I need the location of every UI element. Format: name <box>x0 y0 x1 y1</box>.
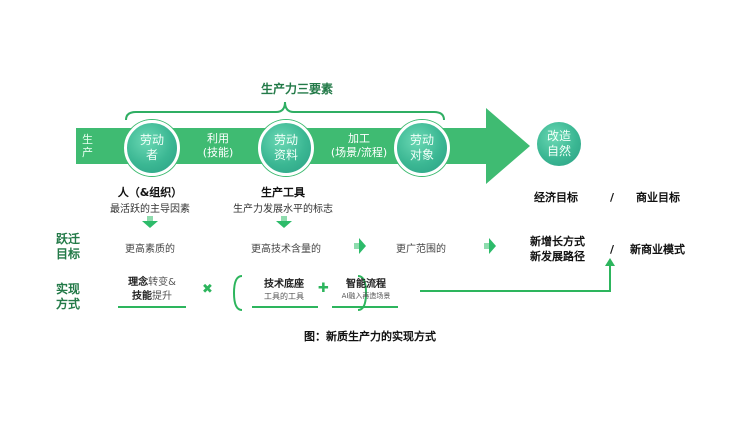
smart-process-underline <box>332 306 398 308</box>
top-title: 生产力三要素 <box>260 82 333 96</box>
smart-process-subtitle: AI融入再造场景 <box>341 292 391 300</box>
mindset-light-1: 转变& <box>148 277 176 288</box>
mindset-underline <box>118 306 186 308</box>
mindset-bold-2: 技能 <box>132 291 152 302</box>
mindset-light-2: 提升 <box>152 291 172 302</box>
figure-caption: 图：新质生产力的实现方式 <box>304 330 436 343</box>
connector-use-line2: (技能) <box>202 146 234 159</box>
tech-base-underline <box>252 306 318 308</box>
row-label-transition-2: 目标 <box>56 247 81 261</box>
transition-item-quality: 更高素质的 <box>125 244 175 255</box>
result-connector-arrow <box>420 258 615 292</box>
tech-base-subtitle: 工具的工具 <box>264 292 304 301</box>
circle-means-label: 劳动资料 <box>273 133 298 162</box>
row-label-method-1: 实现 <box>56 282 81 296</box>
circle-object-label: 劳动对象 <box>409 133 434 162</box>
plus-icon: ✚ <box>318 281 329 296</box>
element-tools-subtitle: 生产力发展水平的标志 <box>233 204 333 215</box>
transition-item-tech: 更高技术含量的 <box>251 244 321 255</box>
right-arrow-icon <box>354 238 366 254</box>
bar-left-label: 生 产 <box>82 133 93 159</box>
element-people: 人（&组织） 最活跃的主导因素 <box>90 184 210 215</box>
connector-use: 利用 (技能) <box>178 132 258 160</box>
row-label-transition-1: 跃迁 <box>56 232 81 246</box>
method-item-mindset: 理念转变& 技能提升 <box>116 276 188 304</box>
top-brace <box>125 101 445 121</box>
row-label-transition: 跃迁 目标 <box>56 232 80 262</box>
result-new-growth: 新增长方式 <box>530 235 585 248</box>
result-new-path: 新发展路径 <box>530 250 585 263</box>
circle-laborer: 劳动者 <box>124 120 180 176</box>
element-people-subtitle: 最活跃的主导因素 <box>110 204 190 215</box>
arrow-head <box>486 108 530 184</box>
method-item-smart-process: 智能流程 AI融入再造场景 <box>332 278 400 302</box>
circle-means: 劳动资料 <box>258 120 314 176</box>
tech-base-title: 技术底座 <box>264 279 304 290</box>
smart-process-title: 智能流程 <box>346 279 386 290</box>
connector-process: 加工 (场景/流程) <box>316 132 402 160</box>
goals-separator: / <box>610 191 615 204</box>
element-people-title: 人（&组织） <box>117 186 183 199</box>
circle-transform-nature-label: 改造自然 <box>546 129 571 158</box>
circle-laborer-label: 劳动者 <box>139 133 164 162</box>
connector-use-line1: 利用 <box>207 132 229 145</box>
row-label-method: 实现 方式 <box>56 282 80 312</box>
method-brackets <box>232 275 368 311</box>
result-left: 新增长方式 新发展路径 <box>530 234 585 264</box>
bar-left-label-1: 生 <box>82 133 93 146</box>
transition-item-scope: 更广范围的 <box>396 244 446 255</box>
row-label-method-2: 方式 <box>56 297 81 311</box>
down-arrow-icon <box>142 216 158 228</box>
element-tools: 生产工具 生产力发展水平的标志 <box>218 184 348 215</box>
result-separator: / <box>610 243 615 256</box>
mindset-bold-1: 理念 <box>128 277 149 288</box>
circle-object: 劳动对象 <box>394 120 450 176</box>
right-arrow-icon <box>484 238 496 254</box>
times-icon: ✖ <box>202 282 213 297</box>
economic-goal-label: 经济目标 <box>534 191 578 204</box>
down-arrow-icon <box>276 216 292 228</box>
connector-process-line1: 加工 <box>348 132 370 145</box>
business-goal-label: 商业目标 <box>636 191 680 204</box>
connector-process-line2: (场景/流程) <box>330 146 388 159</box>
circle-transform-nature: 改造自然 <box>537 122 581 166</box>
element-tools-title: 生产工具 <box>261 186 305 199</box>
bar-left-label-2: 产 <box>82 146 93 159</box>
result-new-business-model: 新商业模式 <box>630 243 685 256</box>
method-item-tech-base: 技术底座 工具的工具 <box>252 278 316 302</box>
